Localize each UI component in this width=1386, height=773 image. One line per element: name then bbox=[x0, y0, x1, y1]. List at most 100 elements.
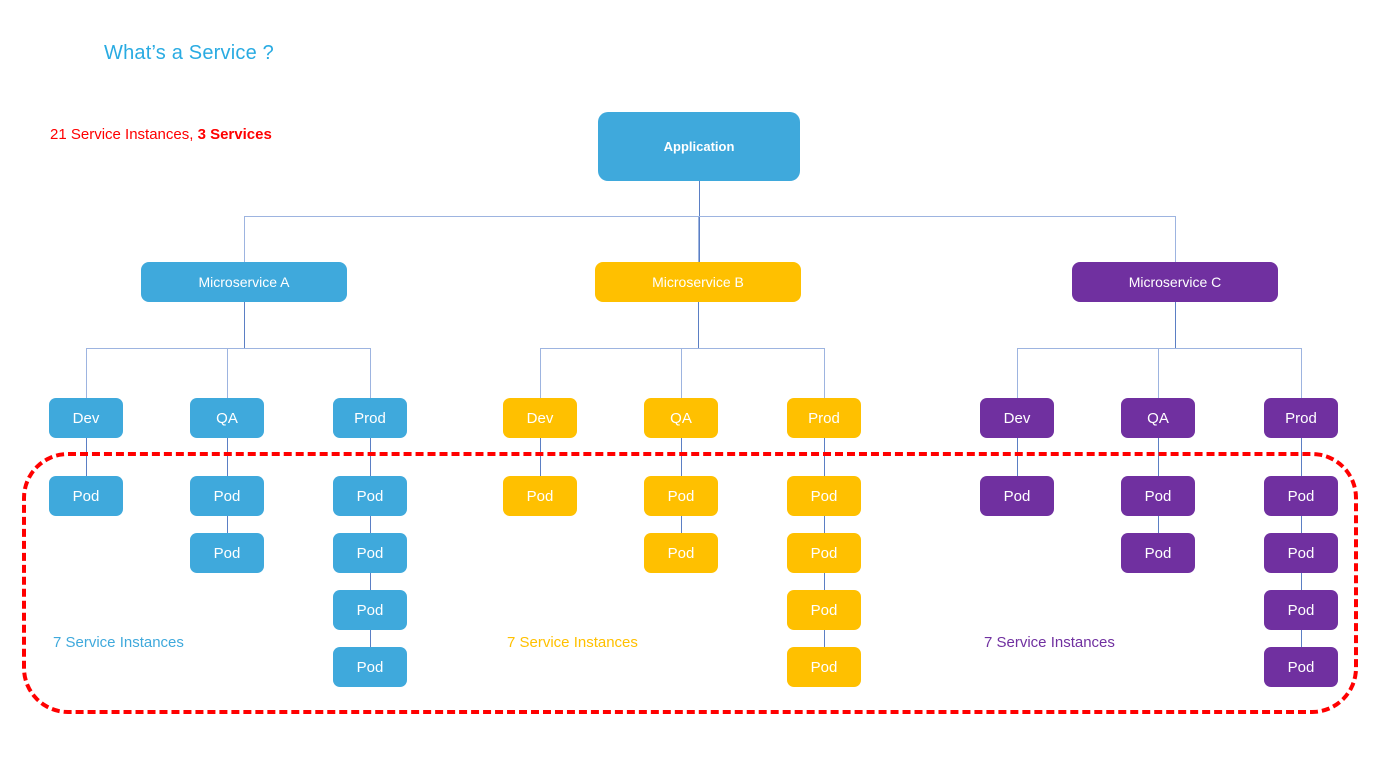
node-pod-1-2-0[interactable]: Pod bbox=[787, 476, 861, 516]
connector-pod-2-0-0 bbox=[1017, 438, 1018, 476]
node-microservice-1-label: Microservice B bbox=[652, 274, 744, 290]
node-application-label: Application bbox=[663, 139, 735, 154]
instances-label-1: 7 Service Instances bbox=[507, 634, 638, 651]
node-pod-1-2-1[interactable]: Pod bbox=[787, 533, 861, 573]
connector-environment-bus-0 bbox=[86, 348, 370, 349]
connector-bus-to-microservice-1 bbox=[698, 216, 699, 262]
connector-pod-1-2-3 bbox=[824, 630, 825, 647]
connector-pod-0-1-1 bbox=[227, 516, 228, 533]
node-pod-1-2-3-label: Pod bbox=[810, 658, 838, 676]
node-environment-0-0[interactable]: Dev bbox=[49, 398, 123, 438]
summary-text: 21 Service Instances, 3 Services bbox=[50, 126, 272, 143]
node-pod-1-2-0-label: Pod bbox=[810, 487, 838, 505]
node-pod-2-2-0[interactable]: Pod bbox=[1264, 476, 1338, 516]
node-environment-1-0[interactable]: Dev bbox=[503, 398, 577, 438]
node-microservice-1[interactable]: Microservice B bbox=[595, 262, 801, 302]
page-title: What’s a Service ? bbox=[104, 42, 274, 64]
node-pod-0-2-0[interactable]: Pod bbox=[333, 476, 407, 516]
node-pod-1-0-0[interactable]: Pod bbox=[503, 476, 577, 516]
connector-bus-to-env-1-2 bbox=[824, 348, 825, 398]
node-environment-0-2-label: Prod bbox=[354, 409, 386, 427]
connector-pod-2-2-3 bbox=[1301, 630, 1302, 647]
node-pod-1-2-2-label: Pod bbox=[810, 601, 838, 619]
connector-pod-1-0-0 bbox=[540, 438, 541, 476]
node-environment-1-2-label: Prod bbox=[808, 409, 840, 427]
node-pod-0-2-1-label: Pod bbox=[356, 544, 384, 562]
node-pod-0-2-1[interactable]: Pod bbox=[333, 533, 407, 573]
node-pod-2-2-2[interactable]: Pod bbox=[1264, 590, 1338, 630]
node-pod-2-1-1-label: Pod bbox=[1144, 544, 1172, 562]
connector-pod-0-0-0 bbox=[86, 438, 87, 476]
node-pod-1-2-3[interactable]: Pod bbox=[787, 647, 861, 687]
instances-label-0: 7 Service Instances bbox=[53, 634, 184, 651]
node-environment-2-2[interactable]: Prod bbox=[1264, 398, 1338, 438]
node-environment-2-0[interactable]: Dev bbox=[980, 398, 1054, 438]
node-microservice-0[interactable]: Microservice A bbox=[141, 262, 347, 302]
connector-app-bus bbox=[244, 216, 1175, 217]
connector-pod-2-1-1 bbox=[1158, 516, 1159, 533]
node-pod-2-2-2-label: Pod bbox=[1287, 601, 1315, 619]
node-environment-1-1-label: QA bbox=[670, 409, 692, 427]
node-pod-2-2-3[interactable]: Pod bbox=[1264, 647, 1338, 687]
node-pod-0-2-3[interactable]: Pod bbox=[333, 647, 407, 687]
connector-app-trunk bbox=[699, 181, 700, 262]
node-pod-2-1-0-label: Pod bbox=[1144, 487, 1172, 505]
node-pod-0-2-0-label: Pod bbox=[356, 487, 384, 505]
node-pod-1-0-0-label: Pod bbox=[526, 487, 554, 505]
node-pod-0-0-0-label: Pod bbox=[72, 487, 100, 505]
node-pod-1-1-1[interactable]: Pod bbox=[644, 533, 718, 573]
node-pod-1-1-1-label: Pod bbox=[667, 544, 695, 562]
node-application[interactable]: Application bbox=[598, 112, 800, 181]
connector-environment-bus-2 bbox=[1017, 348, 1301, 349]
connector-bus-to-microservice-0 bbox=[244, 216, 245, 262]
node-pod-1-1-0-label: Pod bbox=[667, 487, 695, 505]
node-environment-1-0-label: Dev bbox=[526, 409, 554, 427]
node-pod-1-1-0[interactable]: Pod bbox=[644, 476, 718, 516]
connector-pod-0-2-1 bbox=[370, 516, 371, 533]
node-environment-1-2[interactable]: Prod bbox=[787, 398, 861, 438]
node-environment-1-1[interactable]: QA bbox=[644, 398, 718, 438]
connector-bus-to-env-0-2 bbox=[370, 348, 371, 398]
connector-pod-2-2-0 bbox=[1301, 438, 1302, 476]
summary-emphasis: 3 Services bbox=[197, 126, 272, 143]
node-pod-0-2-2[interactable]: Pod bbox=[333, 590, 407, 630]
node-pod-2-0-0-label: Pod bbox=[1003, 487, 1031, 505]
node-pod-1-2-2[interactable]: Pod bbox=[787, 590, 861, 630]
node-environment-2-0-label: Dev bbox=[1003, 409, 1031, 427]
node-pod-2-2-1[interactable]: Pod bbox=[1264, 533, 1338, 573]
node-pod-0-0-0[interactable]: Pod bbox=[49, 476, 123, 516]
node-pod-0-1-0[interactable]: Pod bbox=[190, 476, 264, 516]
node-pod-2-1-1[interactable]: Pod bbox=[1121, 533, 1195, 573]
connector-bus-to-env-1-0 bbox=[540, 348, 541, 398]
node-environment-0-2[interactable]: Prod bbox=[333, 398, 407, 438]
connector-bus-to-microservice-2 bbox=[1175, 216, 1176, 262]
node-environment-0-1-label: QA bbox=[216, 409, 238, 427]
connector-bus-to-env-2-0 bbox=[1017, 348, 1018, 398]
node-pod-2-1-0[interactable]: Pod bbox=[1121, 476, 1195, 516]
connector-microservice-trunk-0 bbox=[244, 302, 245, 348]
node-pod-2-2-1-label: Pod bbox=[1287, 544, 1315, 562]
connector-bus-to-env-2-1 bbox=[1158, 348, 1159, 398]
connector-pod-0-2-0 bbox=[370, 438, 371, 476]
connector-bus-to-env-2-2 bbox=[1301, 348, 1302, 398]
connector-pod-2-1-0 bbox=[1158, 438, 1159, 476]
node-microservice-2[interactable]: Microservice C bbox=[1072, 262, 1278, 302]
node-pod-0-1-1[interactable]: Pod bbox=[190, 533, 264, 573]
node-environment-2-1-label: QA bbox=[1147, 409, 1169, 427]
connector-microservice-trunk-2 bbox=[1175, 302, 1176, 348]
node-pod-0-2-2-label: Pod bbox=[356, 601, 384, 619]
connector-bus-to-env-0-0 bbox=[86, 348, 87, 398]
node-pod-0-1-0-label: Pod bbox=[213, 487, 241, 505]
connector-pod-1-2-1 bbox=[824, 516, 825, 533]
connector-microservice-trunk-1 bbox=[698, 302, 699, 348]
connector-pod-2-2-1 bbox=[1301, 516, 1302, 533]
node-pod-2-0-0[interactable]: Pod bbox=[980, 476, 1054, 516]
node-environment-0-0-label: Dev bbox=[72, 409, 100, 427]
connector-environment-bus-1 bbox=[540, 348, 824, 349]
node-microservice-0-label: Microservice A bbox=[198, 274, 290, 290]
node-environment-0-1[interactable]: QA bbox=[190, 398, 264, 438]
connector-bus-to-env-1-1 bbox=[681, 348, 682, 398]
node-pod-1-2-1-label: Pod bbox=[810, 544, 838, 562]
node-environment-2-1[interactable]: QA bbox=[1121, 398, 1195, 438]
